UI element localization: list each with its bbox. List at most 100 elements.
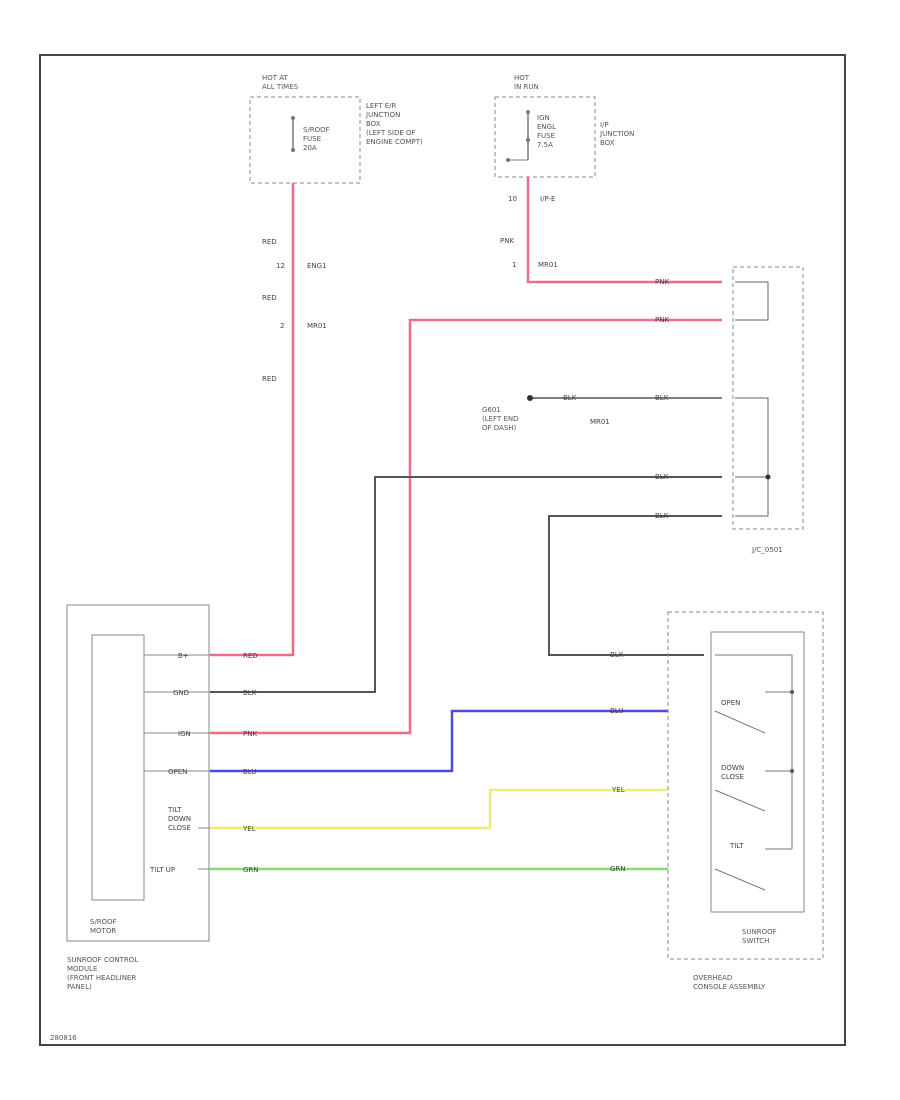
ground-g601-point [527, 395, 533, 401]
label-line: S/ROOF [90, 918, 117, 926]
label-ground-mr01: MR01 [590, 418, 610, 426]
conn-eng1: ENG1 [307, 262, 327, 270]
wire-label-blk-3: BLK [655, 473, 669, 481]
wire-red-bplus [210, 183, 295, 657]
label-line: DOWN [721, 764, 744, 772]
wire-blk-gnd [210, 476, 722, 693]
switch-close-contact [714, 789, 766, 812]
label-line: FUSE [537, 132, 555, 140]
label-line: IN RUN [514, 83, 539, 91]
wire-label-blk-5: BLK [610, 651, 624, 659]
wire-yel-close [210, 788, 668, 830]
pin-bplus: B+ [178, 652, 189, 660]
conn-1: 1 [512, 261, 516, 269]
label-line: SWITCH [742, 937, 769, 945]
label-line: JUNCTION [599, 130, 634, 138]
wire-label-red-1: RED [262, 238, 277, 246]
switch-open-node [790, 690, 794, 694]
label-line: CONSOLE ASSEMBLY [693, 983, 766, 991]
switch-tilt-contact [714, 868, 766, 891]
wire-label-yel-2: YEL [611, 786, 625, 794]
label-line: BOX [366, 120, 381, 128]
switch-common-bus [715, 654, 793, 849]
pin-tilt-up: TILT UP [149, 866, 175, 874]
label-line: JUNCTION [365, 111, 400, 119]
conn-mr01-b: MR01 [538, 261, 558, 269]
wire-pnk-ign [210, 318, 722, 735]
conn-12: 12 [276, 262, 285, 270]
wire-label-pnk-1: PNK [500, 237, 514, 245]
switch-close-node [790, 769, 794, 773]
label-jc: J/C_0501 [751, 546, 783, 554]
diagram-id: 280816 [50, 1034, 77, 1042]
pin-gnd: GND [173, 689, 189, 697]
ign-terminal-1 [526, 110, 530, 114]
wire-label-blk-6: BLK [243, 689, 257, 697]
label-line: (FRONT HEADLINER [67, 974, 136, 982]
label-line: CLOSE [721, 773, 744, 781]
wire-label-blu-2: BLU [610, 707, 623, 715]
label-line: SUNROOF [742, 928, 777, 936]
label-line: ENGL [537, 123, 556, 131]
sunroof-switch-box [710, 631, 805, 913]
wire-label-blk-2: BLK [655, 394, 669, 402]
diagram-frame [39, 54, 846, 1046]
label-line: ENGINE COMPT) [366, 138, 423, 146]
pin-ign: IGN [178, 730, 191, 738]
label-line: SUNROOF CONTROL [67, 956, 138, 964]
wire-label-yel-1: YEL [242, 825, 256, 833]
wire-label-red-4: RED [243, 652, 258, 660]
label-line: (LEFT END [482, 415, 519, 423]
label-line: 7.5A [537, 141, 553, 149]
label-line: BOX [600, 139, 615, 147]
wire-label-pnk-3: PNK [655, 316, 669, 324]
wire-label-blk-1: BLK [563, 394, 577, 402]
ip-junction-box [494, 96, 596, 178]
wire-label-pnk-2: PNK [655, 278, 669, 286]
wire-label-red-3: RED [262, 375, 277, 383]
fuse-terminal-bottom [291, 148, 295, 152]
conn-2: 2 [280, 322, 284, 330]
wire-label-red-2: RED [262, 294, 277, 302]
label-line: HOT AT [262, 74, 289, 82]
label-line: OVERHEAD [693, 974, 732, 982]
fuse-terminal-top [291, 116, 295, 120]
pin-open: OPEN [168, 768, 187, 776]
wire-label-pnk-4: PNK [243, 730, 257, 738]
sroof-motor-box [91, 634, 145, 901]
label-line: HOT [514, 74, 530, 82]
label-line: 20A [303, 144, 317, 152]
label-line: PANEL) [67, 983, 92, 991]
label-line: IGN [537, 114, 550, 122]
wire-label-blk-4: BLK [655, 512, 669, 520]
ign-terminal-2 [526, 138, 530, 142]
label-line: DOWN [168, 815, 191, 823]
label-line: ALL TIMES [262, 83, 299, 91]
wire-blu-open [210, 709, 668, 773]
label-line: OF DASH) [482, 424, 517, 432]
label-line: FUSE [303, 135, 321, 143]
label-line: LEFT E/R [366, 102, 397, 110]
switch-label-open: OPEN [721, 699, 740, 707]
conn-ip-e: I/P-E [540, 195, 555, 203]
ign-terminal-3 [506, 158, 510, 162]
label-line: TILT [167, 806, 182, 814]
conn-10: 10 [508, 195, 517, 203]
overhead-console-box [667, 611, 824, 960]
wire-pnk-ign-feed [526, 177, 722, 284]
jc-box [732, 266, 804, 530]
wire-label-grn-1: GRN [243, 866, 259, 874]
label-line: MODULE [67, 965, 97, 973]
